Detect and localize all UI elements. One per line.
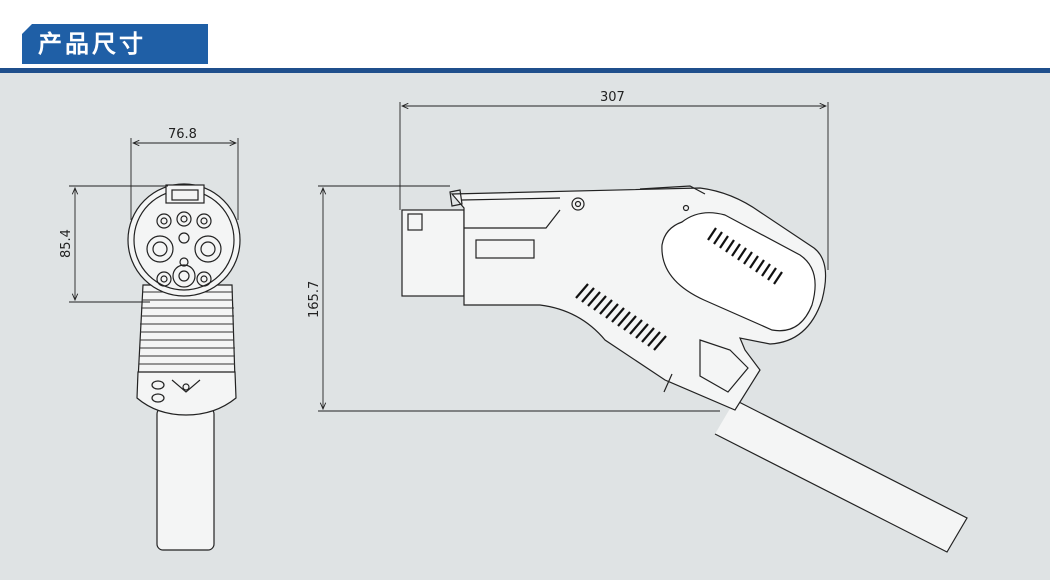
- front-width-label: 76.8: [168, 127, 197, 142]
- side-length-label: 307: [600, 90, 625, 105]
- section-header: 产品尺寸: [0, 0, 1050, 76]
- front-view: [127, 183, 241, 551]
- side-view: [401, 185, 968, 553]
- front-dimensions: [69, 138, 239, 303]
- title-tab: [22, 24, 208, 64]
- side-height-label: 165.7: [307, 281, 322, 318]
- header-divider: [0, 68, 1050, 73]
- section-title: 产品尺寸: [38, 30, 146, 58]
- side-dimensions: [318, 102, 829, 412]
- front-height-label: 85.4: [59, 229, 74, 258]
